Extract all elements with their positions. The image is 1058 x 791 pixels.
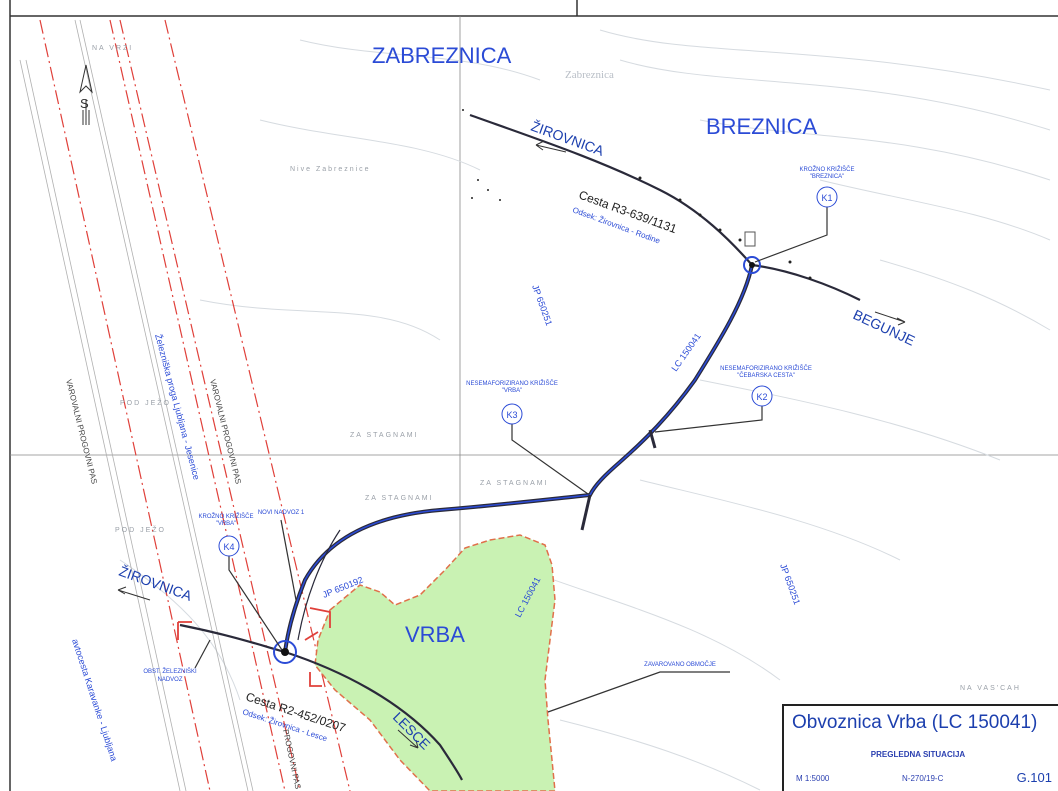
junction-k3-marker: [501, 403, 523, 425]
junction-k1-marker: [816, 186, 838, 208]
protected-area: [314, 534, 556, 791]
construction-marks: [177, 607, 331, 687]
leader-lines: [194, 205, 828, 713]
north-label: S: [80, 96, 89, 111]
place-zabreznica: ZABREZNICA: [372, 43, 512, 68]
field-za-stagnami-1: ZA STAGNAMI: [350, 432, 419, 439]
field-names: ZA STAGNAMI ZA STAGNAMI ZA STAGNAMI Nive…: [92, 45, 1021, 692]
label-novi-nadvoz: NOVI NADVOZ 1: [258, 510, 305, 516]
junction-k1[interactable]: KROŽNO KRIŽIŠČE "BREZNICA" K1: [799, 165, 855, 208]
motorway-label: avtocesta Karavanke - Ljubljana: [70, 638, 119, 763]
field-na-vrzi: NA VRZI: [92, 45, 133, 52]
title-block-scale: M 1:5000: [796, 774, 830, 783]
place-vrba: VRBA: [405, 622, 465, 647]
zone-label-bottom: PROGOVNI PAS: [281, 729, 302, 790]
direction-begunje: BEGUNJE: [851, 306, 918, 348]
junction-k2-id: K2: [756, 392, 767, 402]
field-za-stagnami-3: ZA STAGNAMI: [365, 495, 434, 502]
road-jp-right: JP 650251: [778, 562, 802, 606]
title-block: Obvoznica Vrba (LC 150041) PREGLEDNA SIT…: [782, 704, 1058, 791]
field-na-vasicah: NA VAS'CAH: [960, 685, 1021, 692]
field-za-stagnami-2: ZA STAGNAMI: [480, 480, 549, 487]
direction-zirovnica-top: ŽIROVNICA: [529, 118, 607, 159]
terrain-contours: [119, 29, 1051, 791]
junction-k3-line2: "VRBA": [502, 388, 523, 394]
field-nive-zabreznice: Nive Zabreznice: [290, 166, 371, 173]
north-arrow-icon: S: [79, 64, 93, 125]
junction-k1-line1: KROŽNO KRIŽIŠČE: [799, 165, 854, 173]
frame: [9, 0, 1058, 791]
road-jp-top: JP 650251: [530, 283, 554, 327]
title-block-sheet: G.101: [1016, 770, 1052, 785]
junction-k4-marker: [218, 535, 240, 557]
junction-k4-id: K4: [223, 542, 234, 552]
zone-label-right: VAROVALNI PROGOVNI PAS: [208, 378, 243, 485]
title-block-project: N-270/19-C: [902, 774, 944, 783]
label-obst-nadvoz-2: NADVOZ: [157, 677, 182, 683]
junction-k2-line1: NESEMAFORIZIRANO KRIŽIŠČE: [720, 364, 812, 372]
place-breznica: BREZNICA: [706, 114, 818, 139]
direction-zirovnica-left: ŽIROVNICA: [117, 563, 195, 604]
junction-k4-line1: KROŽNO KRIŽIŠČE: [198, 512, 253, 520]
zone-label-left: VAROVALNI PROGOVNI PAS: [64, 378, 99, 485]
road-lc-upper: LC 150041: [669, 331, 702, 373]
building: [744, 231, 756, 247]
title-block-title: Obvoznica Vrba (LC 150041): [792, 712, 1038, 733]
bypass-road: [283, 264, 754, 653]
roundabout-k4[interactable]: [273, 640, 297, 664]
roundabout-k1[interactable]: [743, 256, 761, 274]
label-obst-nadvoz-1: OBST. ŽELEZNIŠKI: [143, 667, 197, 675]
direction-arrows: [117, 140, 906, 749]
junction-k3[interactable]: NESEMAFORIZIRANO KRIŽIŠČE "VRBA" K3: [466, 379, 558, 425]
junction-k2-line2: "ČEBARSKA CESTA": [737, 372, 795, 379]
junction-k1-id: K1: [821, 193, 832, 203]
field-pod-jezo-2: POD JEŽO: [115, 525, 166, 534]
settlement-dots: [462, 109, 812, 280]
railway-track: [19, 19, 254, 791]
junction-k3-id: K3: [506, 410, 517, 420]
junction-k4[interactable]: KROŽNO KRIŽIŠČE "VRBA" K4: [198, 512, 254, 557]
junction-k1-line2: "BREZNICA": [810, 174, 845, 180]
junction-k2[interactable]: NESEMAFORIZIRANO KRIŽIŠČE "ČEBARSKA CEST…: [720, 364, 812, 407]
junction-k2-marker: [751, 385, 773, 407]
field-pod-jezo-1: POD JEŽO: [120, 398, 171, 407]
junction-k3-line1: NESEMAFORIZIRANO KRIŽIŠČE: [466, 379, 558, 387]
title-block-subtitle: PREGLEDNA SITUACIJA: [870, 750, 966, 759]
junction-k4-line2: "VRBA": [216, 521, 237, 527]
label-zavarovano: ZAVAROVANO OBMOČJE: [644, 661, 716, 668]
place-zabreznica-small: Zabreznica: [565, 69, 614, 81]
